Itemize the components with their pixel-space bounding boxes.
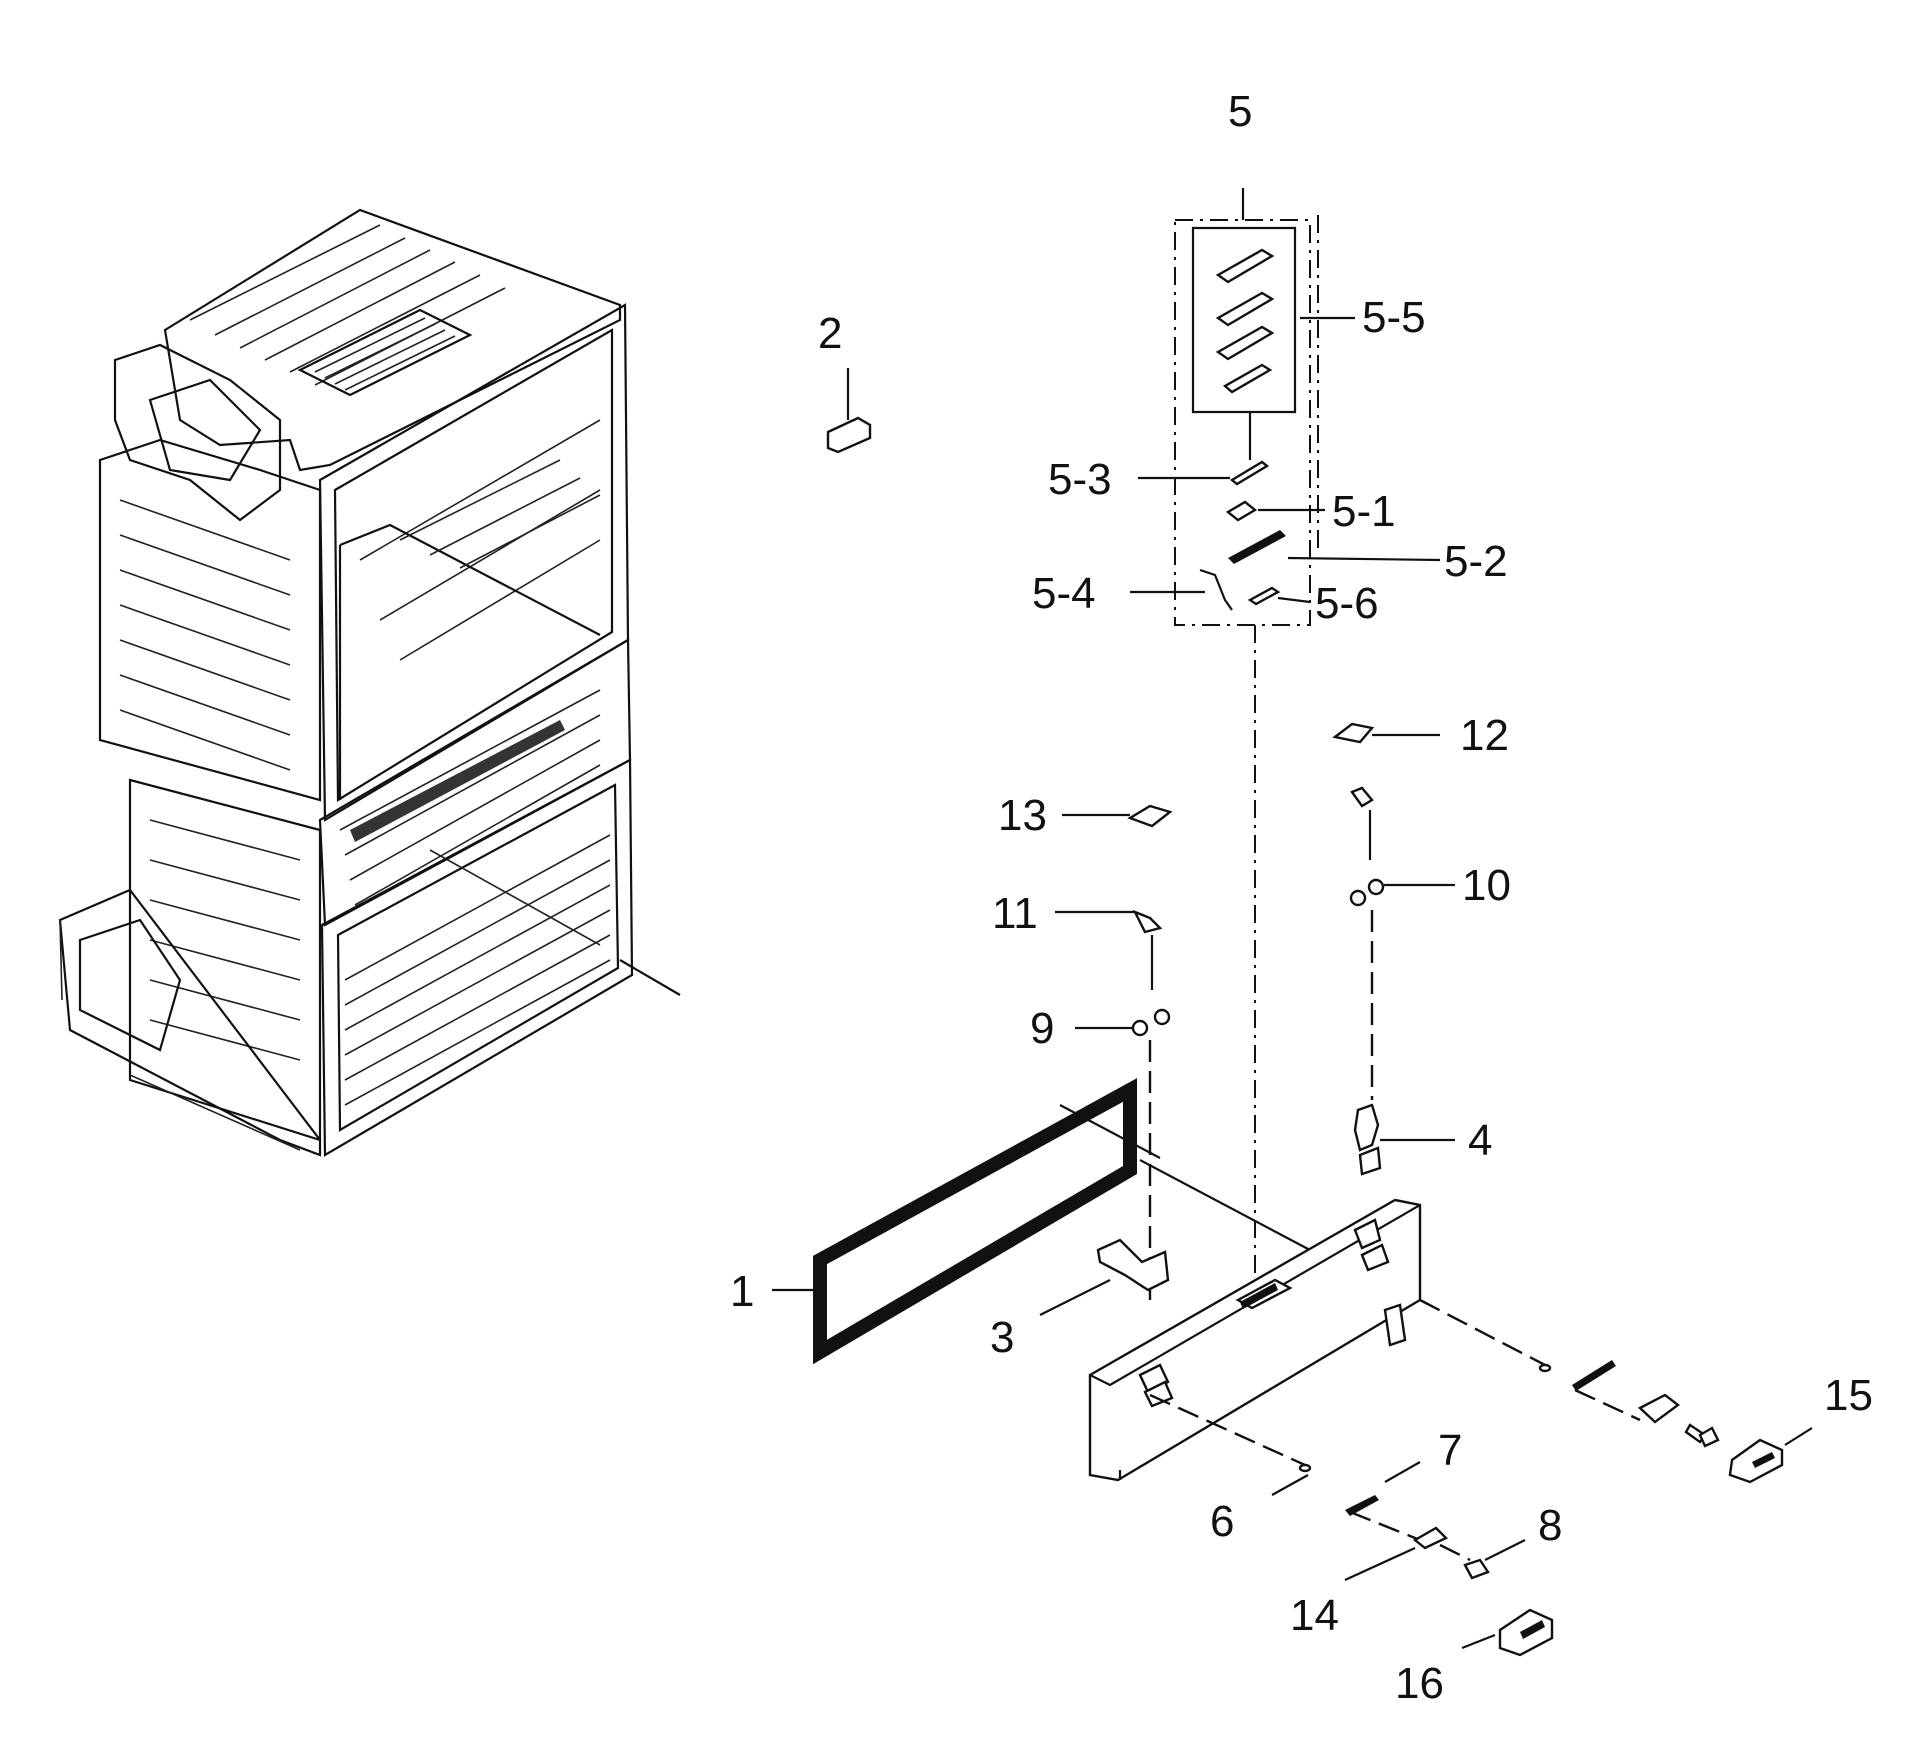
- label-part-5-1: 5-1: [1332, 487, 1396, 536]
- left-hinge-stack: [1039, 909, 1171, 1316]
- label-part-12: 12: [1460, 711, 1509, 760]
- label-part-14: 14: [1290, 1591, 1339, 1640]
- label-part-11: 11: [992, 889, 1038, 938]
- label-part-8: 8: [1538, 1501, 1562, 1550]
- label-part-5-3: 5-3: [1048, 455, 1112, 504]
- part-14-washer: [1412, 1526, 1449, 1550]
- right-hinge-stack: [1349, 786, 1455, 1176]
- label-part-1: 1: [730, 1267, 754, 1316]
- label-part-6: 6: [1210, 1497, 1234, 1546]
- label-part-5-4: 5-4: [1032, 569, 1096, 618]
- part-1-door-gasket: [772, 1078, 1161, 1365]
- part-13-cover: [1062, 804, 1173, 828]
- label-part-10: 10: [1462, 861, 1511, 910]
- left-hinge-pin-assembly: [1149, 1393, 1526, 1582]
- part-5-3: [1229, 460, 1270, 486]
- label-part-5-5: 5-5: [1362, 293, 1426, 342]
- part-2-hinge-cover: [826, 368, 872, 454]
- part-8-pin: [1463, 1558, 1490, 1580]
- drawer-front-handle: [1088, 1198, 1422, 1482]
- label-part-5-2: 5-2: [1444, 537, 1508, 586]
- part-5-assembly-group: [1130, 188, 1441, 1305]
- label-part-15: 15: [1824, 1371, 1873, 1420]
- part-15-hinge-cover: [1728, 1427, 1813, 1484]
- label-part-5: 5: [1228, 87, 1252, 136]
- part-5-5-piece: [1215, 248, 1275, 394]
- part-5-6: [1247, 586, 1281, 606]
- part-5-4: [1199, 568, 1233, 611]
- part-16-hinge-cover: [1461, 1608, 1554, 1657]
- label-part-4: 4: [1468, 1116, 1492, 1165]
- label-part-9: 9: [1030, 1004, 1054, 1053]
- part-4-hinge-bracket: [1353, 1103, 1455, 1176]
- refrigerator-cabinet-drawing: [58, 208, 681, 1157]
- part-12-cover: [1332, 722, 1440, 744]
- label-part-16: 16: [1395, 1659, 1444, 1708]
- label-part-7: 7: [1438, 1426, 1462, 1475]
- label-part-13: 13: [998, 791, 1047, 840]
- label-part-5-6: 5-6: [1315, 579, 1379, 628]
- label-part-3: 3: [990, 1313, 1014, 1362]
- right-hinge-pin-assembly: [1419, 1298, 1720, 1448]
- label-part-2: 2: [818, 309, 842, 358]
- part-3-hinge-bracket: [1039, 1238, 1170, 1316]
- part-5-1: [1225, 500, 1258, 522]
- part-5-2: [1228, 530, 1286, 564]
